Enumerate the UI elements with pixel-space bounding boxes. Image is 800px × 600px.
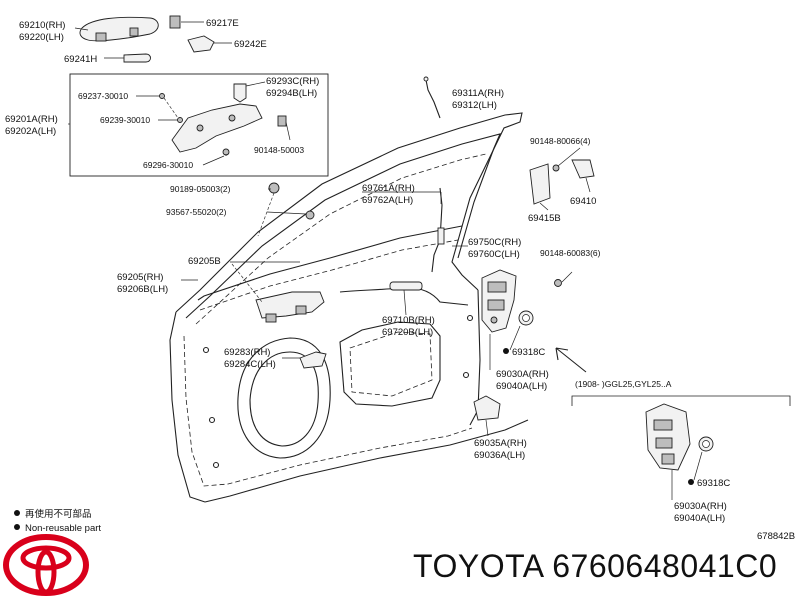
label-69410: 69410 bbox=[570, 196, 596, 207]
inside-handle bbox=[255, 291, 325, 323]
label-69220: 69220(LH) bbox=[19, 32, 64, 43]
outside-handle bbox=[79, 16, 159, 42]
lock-remote-cable bbox=[389, 281, 423, 291]
brand-part-number: TOYOTA 6760648041C0 bbox=[413, 548, 778, 584]
legend-english: Non-reusable part bbox=[25, 523, 101, 534]
label-69312: 69312(LH) bbox=[452, 100, 497, 111]
legend-bullet-1 bbox=[14, 510, 20, 516]
frame-assembly-box bbox=[69, 73, 329, 177]
handle-frame bbox=[159, 83, 287, 156]
label-69283: 69283(RH) bbox=[224, 347, 270, 358]
legend-japanese: 再使用不可部品 bbox=[25, 508, 92, 520]
door-latch-cover bbox=[473, 395, 501, 421]
label-69710b: 69710B(RH) bbox=[382, 315, 435, 326]
label-93567-55020: 93567-55020(2) bbox=[166, 207, 227, 217]
door-frame bbox=[169, 112, 529, 503]
door-panel-clip bbox=[299, 351, 327, 369]
label-69284c: 69284C(LH) bbox=[224, 359, 276, 370]
door-lock-assembly-variant bbox=[645, 403, 691, 471]
label-69296-30010: 69296-30010 bbox=[143, 160, 193, 170]
handle-gasket bbox=[187, 35, 215, 53]
label-69201a: 69201A(RH) bbox=[5, 114, 58, 125]
label-90189-05003: 90189-05003(2) bbox=[170, 184, 231, 194]
label-69318c: 69318C bbox=[512, 347, 545, 358]
label-69030a-variant: 69030A(RH) bbox=[674, 501, 727, 512]
label-69720b: 69720B(LH) bbox=[382, 327, 433, 338]
label-69035a: 69035A(RH) bbox=[474, 438, 527, 449]
label-69242e: 69242E bbox=[234, 39, 267, 50]
diagram-id: 678842B bbox=[757, 531, 795, 542]
label-69241h: 69241H bbox=[64, 54, 97, 65]
label-69415b: 69415B bbox=[528, 213, 561, 224]
label-69030a: 69030A(RH) bbox=[496, 369, 549, 380]
label-69294b: 69294B(LH) bbox=[266, 88, 317, 99]
label-69761a: 69761A(RH) bbox=[362, 183, 415, 194]
label-69206b: 69206B(LH) bbox=[117, 284, 168, 295]
clip-93567 bbox=[305, 210, 315, 220]
label-69040a: 69040A(LH) bbox=[496, 381, 547, 392]
label-69293c: 69293C(RH) bbox=[266, 76, 319, 87]
direction-arrow bbox=[555, 347, 587, 373]
label-69239-30010: 69239-30010 bbox=[100, 115, 150, 125]
door-lock-assembly bbox=[481, 269, 517, 333]
label-69311a: 69311A(RH) bbox=[452, 88, 504, 99]
label-variant: (1908- )GGL25,GYL25..A bbox=[575, 379, 672, 389]
label-90148-80066: 90148-80066(4) bbox=[530, 136, 591, 146]
label-69237-30010: 69237-30010 bbox=[78, 91, 128, 101]
label-69210: 69210(RH) bbox=[19, 20, 65, 31]
label-69202a: 69202A(LH) bbox=[5, 126, 56, 137]
toyota-logo-icon bbox=[3, 534, 89, 596]
bolt-90189 bbox=[268, 182, 280, 194]
handle-pad bbox=[123, 53, 151, 63]
label-69040a-variant: 69040A(LH) bbox=[674, 513, 725, 524]
label-69036a: 69036A(LH) bbox=[474, 450, 525, 461]
variant-bracket bbox=[571, 395, 791, 406]
label-69217e: 69217E bbox=[206, 18, 239, 29]
label-69318c-variant: 69318C bbox=[697, 478, 730, 489]
label-69205b: 69205B bbox=[188, 256, 221, 267]
lock-screw bbox=[554, 279, 562, 287]
label-90148-60083: 90148-60083(6) bbox=[540, 248, 601, 258]
door-check-bracket bbox=[571, 159, 595, 179]
legend-bullet-2 bbox=[14, 524, 20, 530]
handle-cover-piece bbox=[169, 15, 181, 29]
door-check-striker bbox=[529, 163, 551, 205]
label-69750c: 69750C(RH) bbox=[468, 237, 521, 248]
label-90148-50003: 90148-50003 bbox=[254, 145, 304, 155]
door-glass-run bbox=[425, 79, 441, 119]
label-69762a: 69762A(LH) bbox=[362, 195, 413, 206]
label-69760c: 69760C(LH) bbox=[468, 249, 520, 260]
label-69205: 69205(RH) bbox=[117, 272, 163, 283]
